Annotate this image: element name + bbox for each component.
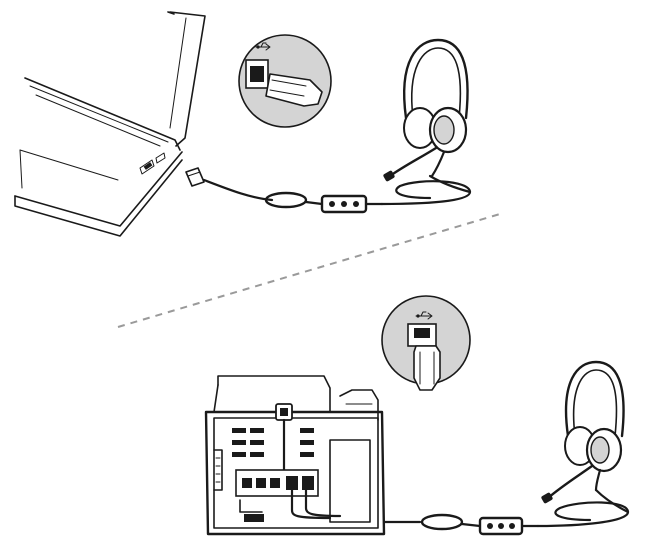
headset-phone: [541, 360, 625, 504]
usb-plug-laptop: [185, 167, 205, 187]
dashed-divider: [117, 213, 501, 328]
usb-icon: [255, 42, 271, 51]
usb-icon-phone: [415, 311, 433, 320]
usb-callout-pc: [238, 34, 332, 128]
headset-cable-phone: [382, 488, 630, 536]
laptop: [14, 11, 206, 237]
headset-pc: [383, 38, 469, 182]
headset-cable-pc: [202, 174, 472, 214]
vent-slots: [232, 428, 314, 457]
ip-desk-phone: [204, 375, 386, 536]
phone-port-row: [235, 469, 319, 497]
usb-callout-phone: [381, 295, 471, 391]
